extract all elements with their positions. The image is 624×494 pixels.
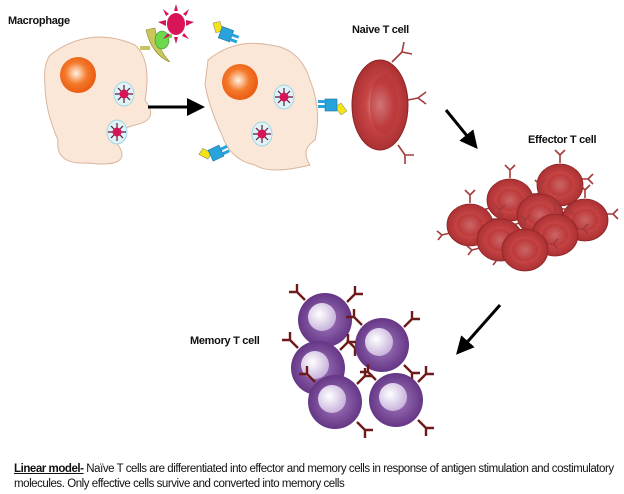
arrow-activation: [444, 109, 478, 149]
antigen-presenting-macrophage: [196, 18, 348, 171]
effector-t-cell-cluster: [436, 149, 619, 272]
macrophage-label: Macrophage: [8, 15, 70, 27]
antigen-vesicle: [106, 119, 128, 145]
nucleus: [222, 64, 258, 100]
pattern-receptor-with-antigen: [140, 4, 194, 63]
naive-t-cell-label: Naive T cell: [352, 24, 409, 36]
antigen-vesicle: [251, 121, 273, 147]
caption-heading: Linear model-: [14, 463, 84, 475]
mhc-antigen-complex: [208, 18, 243, 45]
antigen-star: [158, 4, 194, 44]
caption-text: Naïve T cells are differentiated into ef…: [14, 463, 614, 490]
mhc-antigen-complex: [317, 98, 348, 116]
macrophage-cell: [44, 4, 194, 165]
naive-t-cell: [351, 41, 427, 164]
figure-caption: Linear model- Naïve T cells are differen…: [14, 462, 624, 492]
memory-t-cell-cluster: [280, 282, 436, 440]
effector-t-cell-label: Effector T cell: [528, 134, 597, 146]
antigen-vesicle: [113, 81, 135, 107]
memory-t-cell-label: Memory T cell: [190, 335, 260, 347]
antigen-vesicle: [273, 84, 295, 110]
arrow-differentiation: [456, 304, 502, 355]
nucleus: [60, 57, 96, 93]
